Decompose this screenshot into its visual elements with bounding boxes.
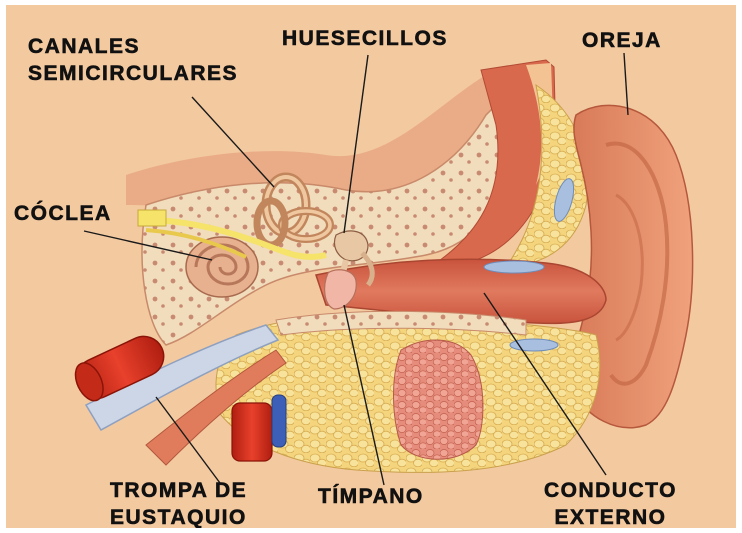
label-canales-line2: SEMICIRCULARES: [28, 60, 238, 87]
label-conducto-line1: CONDUCTO: [544, 477, 677, 504]
label-conducto-line2: EXTERNO: [544, 504, 677, 528]
label-oreja-text: OREJA: [582, 27, 662, 54]
leader-oreja: [624, 53, 628, 115]
label-huesecillos-text: HUESECILLOS: [282, 25, 448, 52]
label-trompa-de-eustaquio: TROMPA DE EUSTAQUIO: [110, 477, 247, 528]
label-timpano: TÍMPANO: [318, 483, 424, 510]
label-coclea: CÓCLEA: [14, 200, 112, 227]
label-canales-line1: CANALES: [28, 33, 238, 60]
label-canales-semicirculares: CANALES SEMICIRCULARES: [28, 33, 238, 87]
label-conducto-externo: CONDUCTO EXTERNO: [544, 477, 677, 528]
label-coclea-text: CÓCLEA: [14, 200, 112, 227]
ear-anatomy-diagram: CANALES SEMICIRCULARES HUESECILLOS OREJA…: [6, 5, 736, 528]
label-trompa-line1: TROMPA DE: [110, 477, 247, 504]
label-timpano-text: TÍMPANO: [318, 483, 424, 510]
label-oreja: OREJA: [582, 27, 662, 54]
label-huesecillos: HUESECILLOS: [282, 25, 448, 52]
label-trompa-line2: EUSTAQUIO: [110, 504, 247, 528]
